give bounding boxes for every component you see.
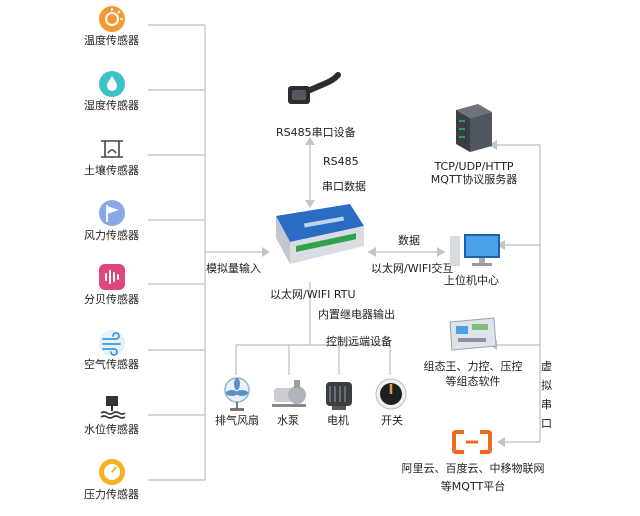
sensor-label: 分贝传感器	[84, 293, 139, 306]
device-label: 排气风扇	[215, 414, 259, 427]
virtual-serial-char: 虚	[541, 360, 552, 373]
sensor-label: 湿度传感器	[84, 99, 139, 112]
fan-icon	[224, 377, 250, 411]
virtual-serial-char: 口	[541, 417, 552, 430]
cloud-label-line2: 等MQTT平台	[440, 480, 506, 493]
desktop-computer-icon	[450, 234, 500, 266]
rtu-box-icon	[276, 204, 364, 264]
sensor-label: 压力传感器	[84, 488, 139, 501]
server-label-line1: TCP/UDP/HTTP	[434, 160, 514, 173]
sensor-label: 土壤传感器	[84, 164, 139, 177]
cloud-bracket-icon	[452, 430, 492, 454]
serial-data-label: 串口数据	[322, 180, 366, 193]
sensor-humidity	[98, 70, 126, 98]
sensor-sound	[98, 263, 126, 291]
motor-icon	[326, 382, 352, 410]
rtu-device	[268, 198, 368, 278]
host-computer	[448, 232, 504, 268]
sensor-label: 风力传感器	[84, 229, 139, 242]
server-rack-icon	[456, 104, 492, 152]
switch-knob-icon	[375, 378, 407, 410]
cloud-label-line1: 阿里云、百度云、中移物联网	[401, 462, 545, 475]
device-motor	[322, 376, 356, 412]
wind-flag-icon	[99, 200, 125, 226]
device-label: 开关	[381, 414, 403, 427]
device-label: 水泵	[277, 414, 299, 427]
sensor-air	[98, 329, 126, 357]
soil-icon	[101, 140, 123, 158]
air-icon	[99, 330, 125, 356]
rtu-label: 以太网/WIFI RTU	[270, 288, 356, 301]
sensor-label: 空气传感器	[84, 358, 139, 371]
device-switch	[374, 377, 408, 411]
scada-screen-icon	[449, 317, 497, 351]
host-label: 上位机中心	[444, 274, 499, 287]
device-fan	[222, 376, 252, 412]
sensor-label: 水位传感器	[84, 423, 139, 436]
sensor-temperature	[98, 5, 126, 33]
rs485-label: RS485	[323, 155, 359, 168]
scada-software	[446, 316, 498, 352]
relay-output-label: 内置继电器输出	[318, 308, 395, 321]
ethernet-wifi-label: 以太网/WIFI交互	[371, 262, 454, 275]
data-label: 数据	[398, 234, 420, 247]
cloud-platform	[452, 430, 492, 454]
remote-control-label: 控制远端设备	[326, 335, 392, 348]
sensor-soil	[98, 135, 126, 163]
analog-input-label: 模拟量输入	[206, 262, 261, 275]
water-pump-icon	[272, 380, 306, 407]
scada-label-line2: 等组态软件	[445, 375, 501, 388]
rs485-device	[282, 72, 342, 112]
sensor-wind	[98, 199, 126, 227]
sound-wave-icon	[99, 264, 125, 290]
virtual-serial-char: 串	[541, 398, 552, 411]
virtual-serial-char: 拟	[541, 379, 552, 392]
sensor-pressure	[98, 458, 126, 486]
sensor-label: 温度传感器	[84, 34, 139, 47]
device-pump	[272, 378, 308, 410]
server	[448, 104, 494, 154]
sensor-water-level	[98, 393, 126, 421]
rs485-device-label: RS485串口设备	[276, 126, 356, 139]
pressure-gauge-icon	[99, 459, 125, 485]
thermometer-icon	[99, 6, 125, 32]
water-level-icon	[100, 396, 126, 419]
virtual-serial-label: 虚 拟 串 口	[541, 360, 555, 430]
humidity-icon	[99, 71, 125, 97]
serial-connector-icon	[288, 72, 341, 104]
device-label: 电机	[327, 414, 349, 427]
server-label-line2: MQTT协议服务器	[430, 173, 518, 186]
scada-label-line1: 组态王、力控、压控	[423, 360, 523, 373]
